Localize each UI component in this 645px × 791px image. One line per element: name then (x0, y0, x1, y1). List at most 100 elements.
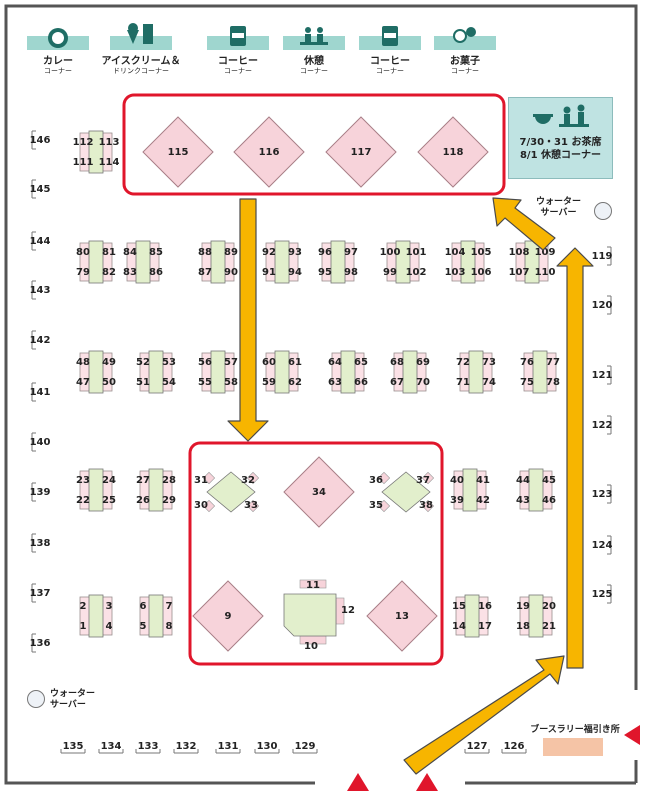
corner-name: コーヒー (370, 56, 410, 67)
booth-number: 34 (312, 487, 326, 498)
corner-name: お菓子 (450, 56, 480, 67)
table-seat: 8 (166, 621, 173, 632)
wall-booth-number: 145 (30, 184, 51, 195)
wall-booth-number: 138 (30, 538, 51, 549)
cross-table (377, 471, 435, 513)
wall-booth-number: 140 (30, 437, 51, 448)
table (528, 468, 544, 512)
wall-booth-number: 120 (592, 300, 613, 311)
table-seat: 71 (456, 377, 470, 388)
table-seat: 40 (450, 475, 464, 486)
table-seat: 83 (123, 267, 137, 278)
square-table (283, 593, 337, 637)
table-seat: 82 (102, 267, 116, 278)
table-seat: 59 (262, 377, 276, 388)
table-seat: 91 (262, 267, 276, 278)
table-seat: 69 (416, 357, 430, 368)
corner-sub: コーナー (224, 67, 252, 75)
wall-booth (607, 484, 612, 504)
water-server-right: ウォーター サーバー (536, 197, 581, 219)
table-seat: 39 (450, 495, 464, 506)
wall-booth (31, 330, 36, 350)
cross-table-seat: 37 (416, 475, 430, 486)
wall-booth (215, 749, 241, 754)
table-seat: 79 (76, 267, 90, 278)
water-server-right-line2: サーバー (540, 208, 577, 218)
table-seat: 25 (102, 495, 116, 506)
table-seat: 14 (452, 621, 466, 632)
square-table-chair (299, 579, 327, 589)
table-seat: 96 (318, 247, 332, 258)
table-seat: 63 (328, 377, 342, 388)
table-seat: 66 (354, 377, 368, 388)
wall-booth-number: 124 (592, 540, 613, 551)
corner-name: 休憩 (304, 56, 324, 67)
table (464, 594, 480, 638)
diamond-booth (192, 580, 264, 652)
table-seat: 61 (288, 357, 302, 368)
wall-booth (464, 749, 490, 754)
table (88, 350, 104, 394)
table-seat: 44 (516, 475, 530, 486)
water-server-left-line2: サーバー (50, 700, 86, 710)
wall-booth (60, 749, 86, 754)
table-seat: 72 (456, 357, 470, 368)
table-seat: 43 (516, 495, 530, 506)
wall-booth-number: 133 (138, 741, 159, 752)
water-server-left: ウォーター サーバー (50, 689, 95, 711)
table-seat: 50 (102, 377, 116, 388)
water-server-right-icon (594, 202, 612, 220)
corner-sub: ドリンクコーナー (113, 67, 169, 75)
entrance-marker (624, 725, 640, 745)
wall-booth (607, 535, 612, 555)
table (148, 594, 164, 638)
wall-booth (31, 130, 36, 150)
wall-booth-number: 137 (30, 588, 51, 599)
table-seat: 67 (390, 377, 404, 388)
table-seat: 100 (380, 247, 401, 258)
table-seat: 21 (542, 621, 556, 632)
table-seat: 106 (471, 267, 492, 278)
table-seat: 114 (99, 157, 120, 168)
wall-booth-number: 122 (592, 420, 613, 431)
booth-number: 9 (225, 611, 232, 622)
cross-table-seat: 31 (194, 475, 208, 486)
table-seat: 1 (80, 621, 87, 632)
table-seat: 107 (509, 267, 530, 278)
booth-number: 13 (395, 611, 409, 622)
table-seat: 54 (162, 377, 176, 388)
table-seat: 23 (76, 475, 90, 486)
wall-booth (31, 583, 36, 603)
wall-booth-number: 134 (101, 741, 122, 752)
wall-booth (31, 280, 36, 300)
table-seat: 90 (224, 267, 238, 278)
wall-booth-number: 143 (30, 285, 51, 296)
table-seat: 41 (476, 475, 490, 486)
water-server-left-icon (27, 690, 45, 708)
wall-booth (31, 533, 36, 553)
table-seat: 24 (102, 475, 116, 486)
table-seat: 47 (76, 377, 90, 388)
table (135, 240, 151, 284)
table-seat: 46 (542, 495, 556, 506)
table-seat: 77 (546, 357, 560, 368)
table-seat: 93 (288, 247, 302, 258)
table-seat: 97 (344, 247, 358, 258)
tea-corner-line1: 7/30・31 お茶席 (519, 137, 602, 148)
square-table-seat: 10 (304, 641, 318, 652)
table-seat: 20 (542, 601, 556, 612)
curry-icon (48, 28, 68, 48)
coffee-cup-icon (382, 26, 398, 46)
route-arrow-up (556, 247, 594, 669)
diamond-booth (325, 116, 397, 188)
wall-booth-number: 121 (592, 370, 613, 381)
outer-wall (4, 4, 638, 785)
table-seat: 29 (162, 495, 176, 506)
diamond-booth (417, 116, 489, 188)
wall-booth-number: 130 (257, 741, 278, 752)
wall-booth (607, 295, 612, 315)
corner-sign (434, 36, 496, 50)
booth-number: 117 (351, 147, 372, 158)
wall-booth-number: 135 (63, 741, 84, 752)
